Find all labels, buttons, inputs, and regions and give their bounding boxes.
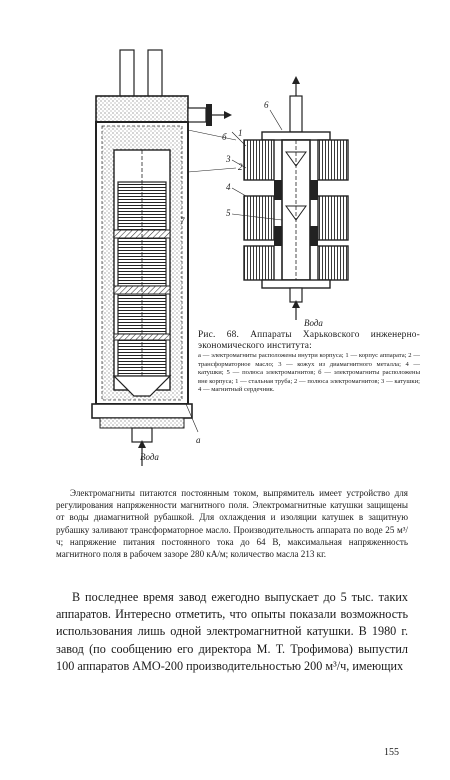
label-6: 6 [264,100,269,110]
apparatus-b [231,76,349,320]
apparatus-a [91,49,237,466]
label-1: 1 [238,128,243,138]
caption-title: Рис. 68. Аппараты Харьковского инженерно… [198,330,420,351]
label-5: 5 [226,208,231,218]
main-paragraph: В последнее время завод ежегодно выпуска… [56,590,408,673]
caption-body: а — электромагниты расположены внутри ко… [198,352,420,394]
label-b: б [222,132,227,142]
label-3: 3 [225,154,231,164]
label-2: 2 [238,162,243,172]
small-print-paragraph: Электромагниты питаются постоянным током… [56,488,408,560]
label-7: 7 [180,216,185,226]
apparatus-diagram: Вода Вода а б 1 2 3 4 5 6 7 [91,49,349,466]
water-label-bottom: Вода [140,452,159,462]
label-4: 4 [226,182,231,192]
page-number: 155 [384,747,399,758]
water-label-right: Вода [304,318,323,328]
label-a: а [196,435,201,445]
figure-68: Вода Вода а б 1 2 3 4 5 6 7 Рис. 68. Апп… [91,49,420,466]
figure-caption: Рис. 68. Аппараты Харьковского инженерно… [198,330,420,395]
